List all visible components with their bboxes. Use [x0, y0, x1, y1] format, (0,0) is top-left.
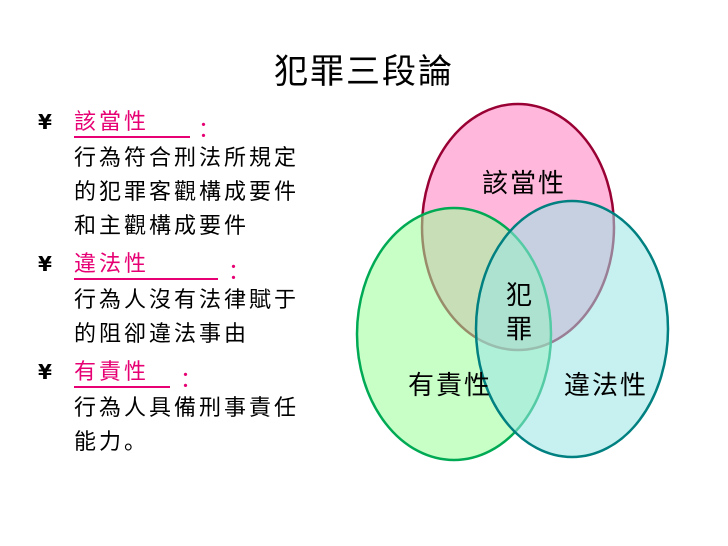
bullet-marker: ¥ [38, 110, 52, 134]
venn-label-culpability: 有責性 [408, 371, 492, 401]
bullet-term: 有責性 [74, 360, 170, 388]
bullet-marker: ¥ [38, 360, 52, 384]
bullet-head: ¥ 違法性 ： [0, 250, 350, 285]
bullet-description: 行為人沒有法律賦于 的阻卻違法事由 [74, 288, 300, 347]
bullet-head: ¥ 有責性 ： [0, 358, 350, 393]
bullet-marker: ¥ [38, 252, 52, 276]
bullet-colon: ： [228, 260, 251, 285]
venn-circle-illegality [474, 199, 670, 459]
bullet-colon: ： [180, 368, 203, 393]
venn-label-illegality: 違法性 [564, 371, 648, 401]
venn-center-label-line1: 犯 [506, 281, 534, 311]
venn-center-label-line2: 罪 [506, 315, 534, 345]
bullet-head: ¥ 該當性 ： [0, 108, 350, 143]
bullet-description: 行為人具備刑事責任 能力。 [74, 396, 300, 455]
slide-title: 犯罪三段論 [274, 52, 454, 92]
bullet-term: 違法性 [74, 252, 218, 280]
bullet-colon: ： [198, 118, 221, 143]
bullet-description: 行為符合刑法所規定 的犯罪客觀構成要件 和主觀構成要件 [74, 146, 300, 239]
venn-label-constituent: 該當性 [482, 169, 566, 199]
bullet-term: 該當性 [74, 110, 190, 138]
